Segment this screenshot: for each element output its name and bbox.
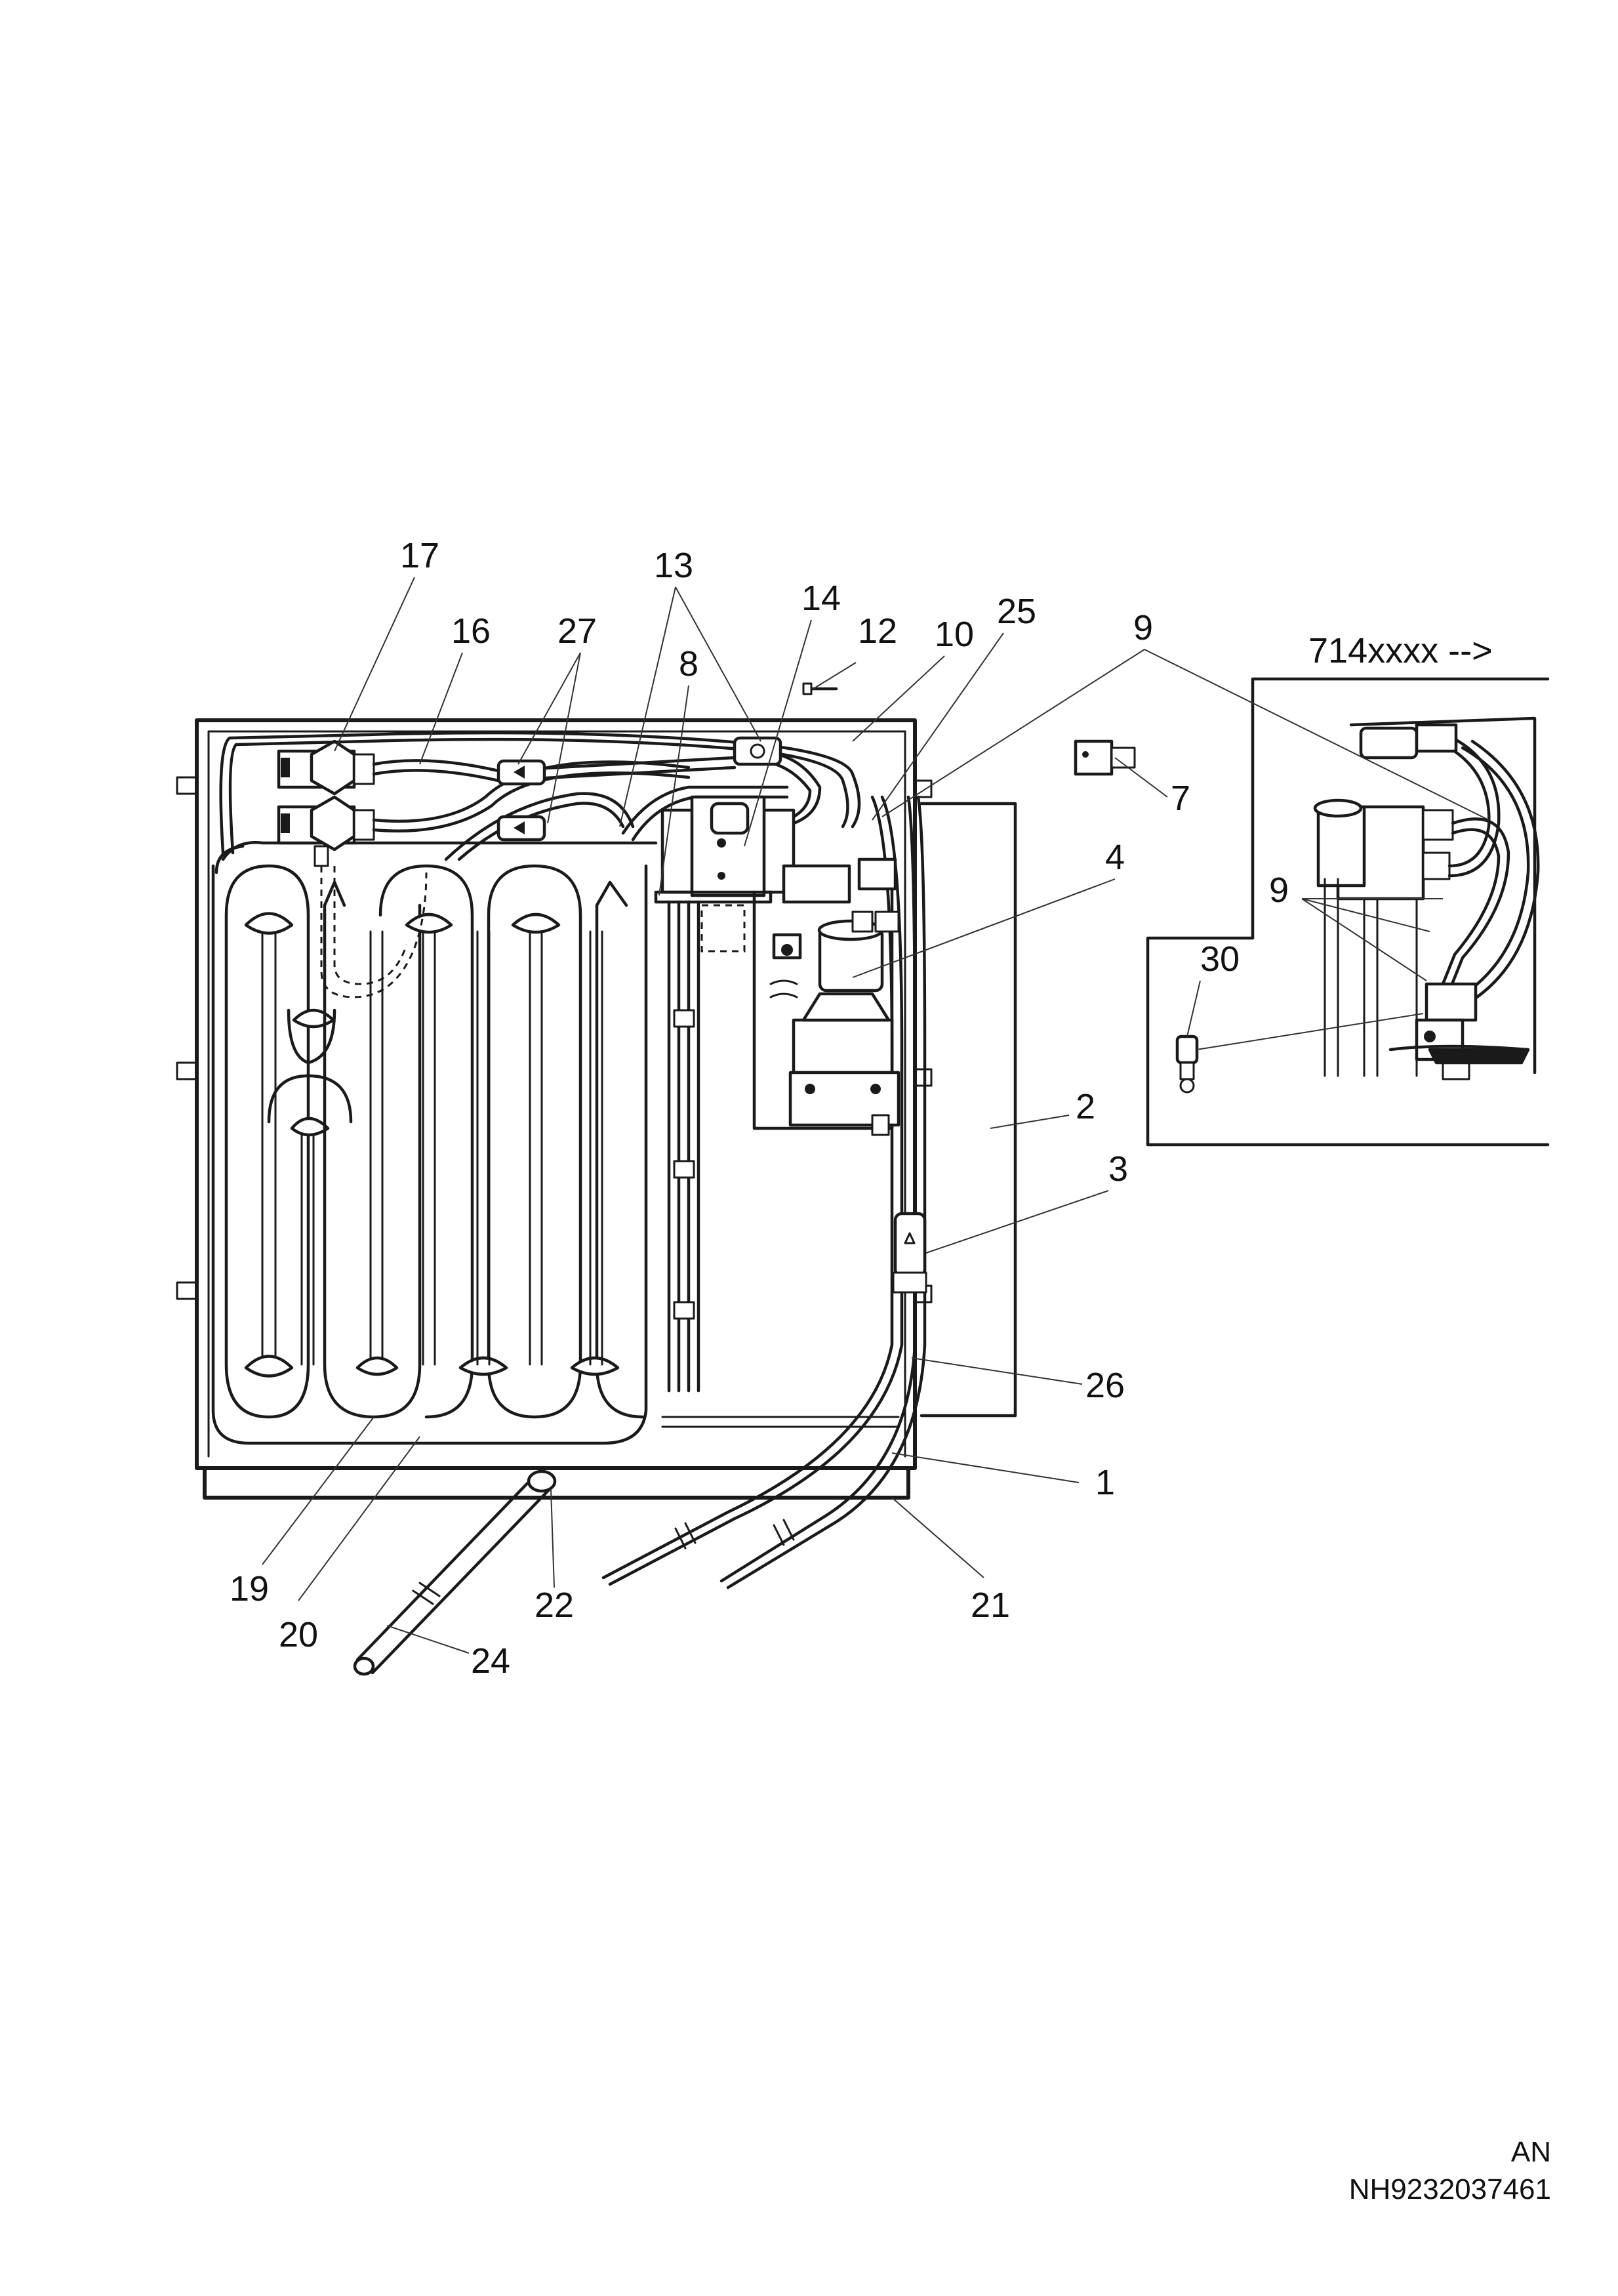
callout-9: 9 (1133, 608, 1153, 647)
leader-lines (262, 577, 1489, 1654)
callout-14: 14 (801, 579, 841, 618)
drain-tube (353, 1469, 557, 1676)
callout-24: 24 (471, 1641, 510, 1681)
document-number: NH9232037461 (1349, 2173, 1551, 2205)
water-tubing (219, 731, 927, 1589)
part-7-fitting (1074, 739, 1136, 776)
callout-16: 16 (451, 611, 491, 651)
callout-12: 12 (858, 611, 897, 651)
callout-labels: 17 16 27 13 8 14 12 10 25 9 714xxxx --> … (230, 536, 1493, 1681)
language-code: AN (1511, 2136, 1551, 2168)
callout-3: 3 (1108, 1149, 1128, 1189)
callout-1: 1 (1095, 1463, 1115, 1502)
callout-21: 21 (971, 1586, 1010, 1625)
water-pump-assembly (654, 736, 796, 1393)
rear-panel (920, 802, 1017, 1418)
callout-19: 19 (230, 1569, 269, 1609)
callout-7: 7 (1171, 779, 1190, 818)
pump-motor-bracket (752, 857, 900, 1136)
callout-2: 2 (1076, 1087, 1095, 1126)
callout-4: 4 (1105, 838, 1125, 877)
callout-30: 30 (1200, 939, 1240, 979)
callout-8: 8 (679, 644, 698, 684)
callout-13: 13 (654, 546, 693, 585)
callout-10: 10 (935, 615, 974, 654)
base-plate (203, 1416, 910, 1500)
callout-22: 22 (535, 1586, 574, 1625)
inset-detail (1146, 677, 1550, 1147)
inset-label: 714xxxx --> (1308, 631, 1493, 670)
solenoid-valves (277, 739, 375, 867)
footer: AN NH9232037461 (1349, 2136, 1551, 2205)
callout-17: 17 (400, 536, 439, 575)
evaporator-coils (211, 841, 658, 1445)
callout-26: 26 (1085, 1366, 1125, 1405)
callout-9b: 9 (1269, 871, 1289, 910)
callout-20: 20 (279, 1615, 318, 1654)
callout-27: 27 (557, 611, 597, 651)
callout-25: 25 (997, 592, 1036, 631)
